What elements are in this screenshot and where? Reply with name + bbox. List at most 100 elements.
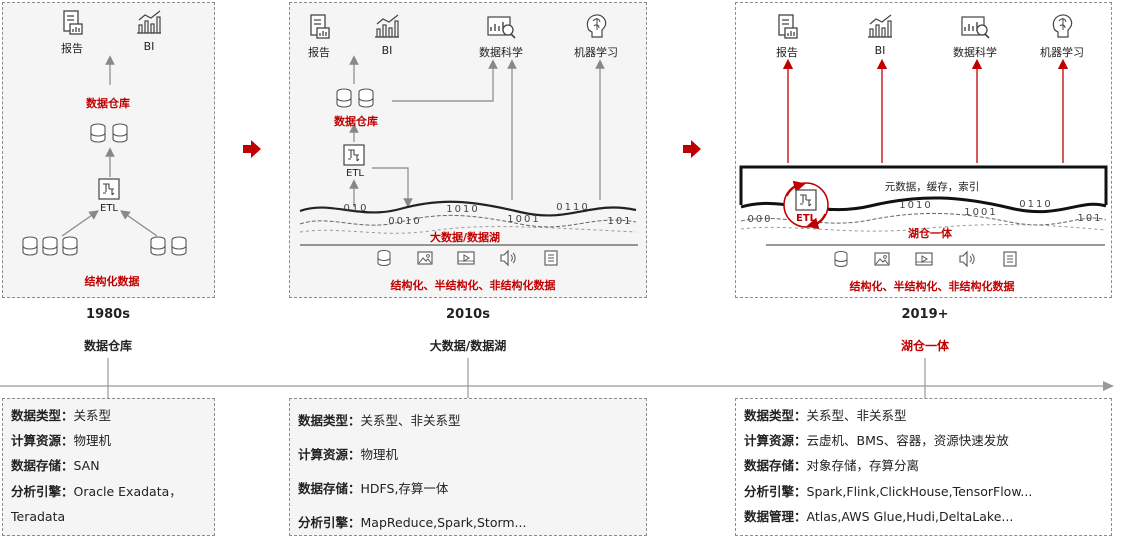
- data-science-icon: [487, 16, 516, 39]
- info-row: 分析引擎：Oracle Exadata，: [11, 484, 182, 499]
- label-data-science: 数据科学: [953, 46, 997, 59]
- era-year-1980s: 1980s: [86, 307, 130, 322]
- info-row: 数据存储：HDFS,存算一体: [298, 481, 448, 496]
- info-value: SAN: [73, 458, 100, 473]
- report-icon: [778, 14, 798, 39]
- info-row: 数据管理：Atlas,AWS Glue,Hudi,DeltaLake...: [744, 509, 1014, 524]
- info-value: 对象存储，存算分离: [806, 458, 920, 473]
- report-icon: [63, 10, 83, 35]
- info-row: 数据类型：关系型、非关系型: [298, 414, 461, 428]
- red-arrow-icon: [683, 140, 701, 158]
- panel-2019: [735, 2, 1112, 298]
- info-key: 计算资源：: [744, 433, 807, 448]
- bits-4: 1001: [507, 214, 541, 225]
- brain-icon: [586, 14, 607, 38]
- label-etl: ETL: [795, 213, 817, 224]
- info-key: 分析引擎：: [298, 515, 361, 530]
- info-box-1980s: 数据类型：关系型 计算资源：物理机 数据存储：SAN 分析引擎：Oracle E…: [2, 398, 215, 536]
- video-icon: [457, 251, 475, 265]
- info-value: MapReduce,Spark,Storm...: [360, 515, 527, 530]
- etl-icon: [98, 178, 120, 200]
- label-structured-data: 结构化数据: [84, 275, 140, 288]
- info-box-2010s: 数据类型：关系型、非关系型 计算资源：物理机 数据存储：HDFS,存算一体 分析…: [289, 398, 647, 536]
- label-data-lake: 大数据/数据湖: [429, 231, 501, 244]
- bar-chart-icon: [136, 10, 162, 34]
- image-icon: [417, 251, 433, 265]
- info-row: 分析引擎：MapReduce,Spark,Storm...: [298, 515, 527, 530]
- database-icon: [336, 88, 374, 108]
- info-key: 数据类型：: [11, 408, 74, 423]
- era-name-2019: 湖仓一体: [900, 339, 950, 353]
- label-bi: BI: [381, 44, 393, 57]
- label-bi: BI: [143, 40, 155, 53]
- bits-3: 1001: [964, 207, 998, 218]
- data-science-icon: [961, 16, 990, 39]
- info-key: 数据管理：: [744, 509, 807, 524]
- era-year-2019: 2019+: [901, 307, 949, 322]
- era-name-1980s: 数据仓库: [83, 339, 133, 353]
- bits-2: 1010: [899, 200, 933, 211]
- label-lakehouse: 湖仓一体: [908, 227, 952, 240]
- info-value: Spark,Flink,ClickHouse,TensorFlow...: [806, 484, 1033, 499]
- bits-6: 101: [607, 216, 633, 227]
- info-row: 分析引擎：Spark,Flink,ClickHouse,TensorFlow..…: [744, 484, 1033, 499]
- bits-3: 1010: [446, 204, 480, 215]
- info-key: 数据存储：: [744, 458, 807, 473]
- database-icon: [377, 250, 391, 266]
- database-icon: [22, 236, 187, 256]
- info-row: 计算资源：物理机: [298, 447, 399, 462]
- label-machine-learning: 机器学习: [574, 46, 618, 59]
- era-name-2010s: 大数据/数据湖: [429, 339, 507, 353]
- info-key: 分析引擎：: [744, 484, 807, 499]
- document-icon: [1003, 251, 1017, 267]
- info-value: Atlas,AWS Glue,Hudi,DeltaLake...: [806, 509, 1014, 524]
- bits-5: 0110: [556, 202, 590, 213]
- info-value: 物理机: [360, 447, 399, 462]
- document-icon: [544, 250, 558, 266]
- video-icon: [915, 252, 933, 266]
- info-key: 分析引擎：: [11, 484, 74, 499]
- bar-chart-icon: [867, 14, 893, 38]
- info-value: 关系型、非关系型: [806, 408, 907, 423]
- label-data-science: 数据科学: [479, 46, 523, 59]
- info-key: 计算资源：: [298, 447, 361, 462]
- info-value: 关系型: [73, 408, 112, 423]
- brain-icon: [1052, 14, 1073, 38]
- info-key: 数据类型：: [744, 408, 807, 423]
- info-key: 数据存储：: [298, 481, 361, 496]
- info-value: 物理机: [73, 433, 112, 448]
- info-box-2019: 数据类型：关系型、非关系型 计算资源：云虚机、BMS、容器，资源快速发放 数据存…: [735, 398, 1112, 536]
- era-year-2010s: 2010s: [446, 307, 490, 322]
- database-icon: [90, 123, 128, 143]
- bits-1: 000: [747, 214, 773, 225]
- info-row: 数据存储：对象存储，存算分离: [744, 458, 920, 473]
- label-report: 报告: [776, 46, 798, 59]
- label-etl: ETL: [100, 203, 118, 214]
- label-etl: ETL: [346, 168, 364, 179]
- bits-1: 010: [343, 203, 369, 214]
- info-key: 数据存储：: [11, 458, 74, 473]
- label-report: 报告: [61, 42, 83, 55]
- info-row: 数据存储：SAN: [11, 458, 100, 473]
- label-machine-learning: 机器学习: [1040, 46, 1084, 59]
- label-warehouse: 数据仓库: [334, 115, 378, 128]
- database-icon: [834, 251, 848, 267]
- info-value: Teradata: [11, 509, 66, 524]
- red-arrow-icon: [243, 140, 261, 158]
- bits-2: 0010: [388, 216, 422, 227]
- info-row: 数据类型：关系型、非关系型: [744, 408, 907, 423]
- label-all-data-types: 结构化、半结构化、非结构化数据: [390, 279, 556, 292]
- label-bi: BI: [874, 44, 886, 57]
- bits-5: 101: [1077, 213, 1103, 224]
- label-report: 报告: [308, 46, 330, 59]
- info-row: 计算资源：物理机: [11, 433, 112, 448]
- audio-icon: [500, 250, 516, 266]
- etl-icon: [343, 144, 365, 166]
- info-key: 计算资源：: [11, 433, 74, 448]
- bar-chart-icon: [374, 14, 400, 38]
- etl-icon: [795, 189, 817, 211]
- arrow-source-to-etl-left: [61, 210, 99, 237]
- arrow-source-to-etl-right: [120, 210, 158, 237]
- label-warehouse: 数据仓库: [86, 97, 130, 110]
